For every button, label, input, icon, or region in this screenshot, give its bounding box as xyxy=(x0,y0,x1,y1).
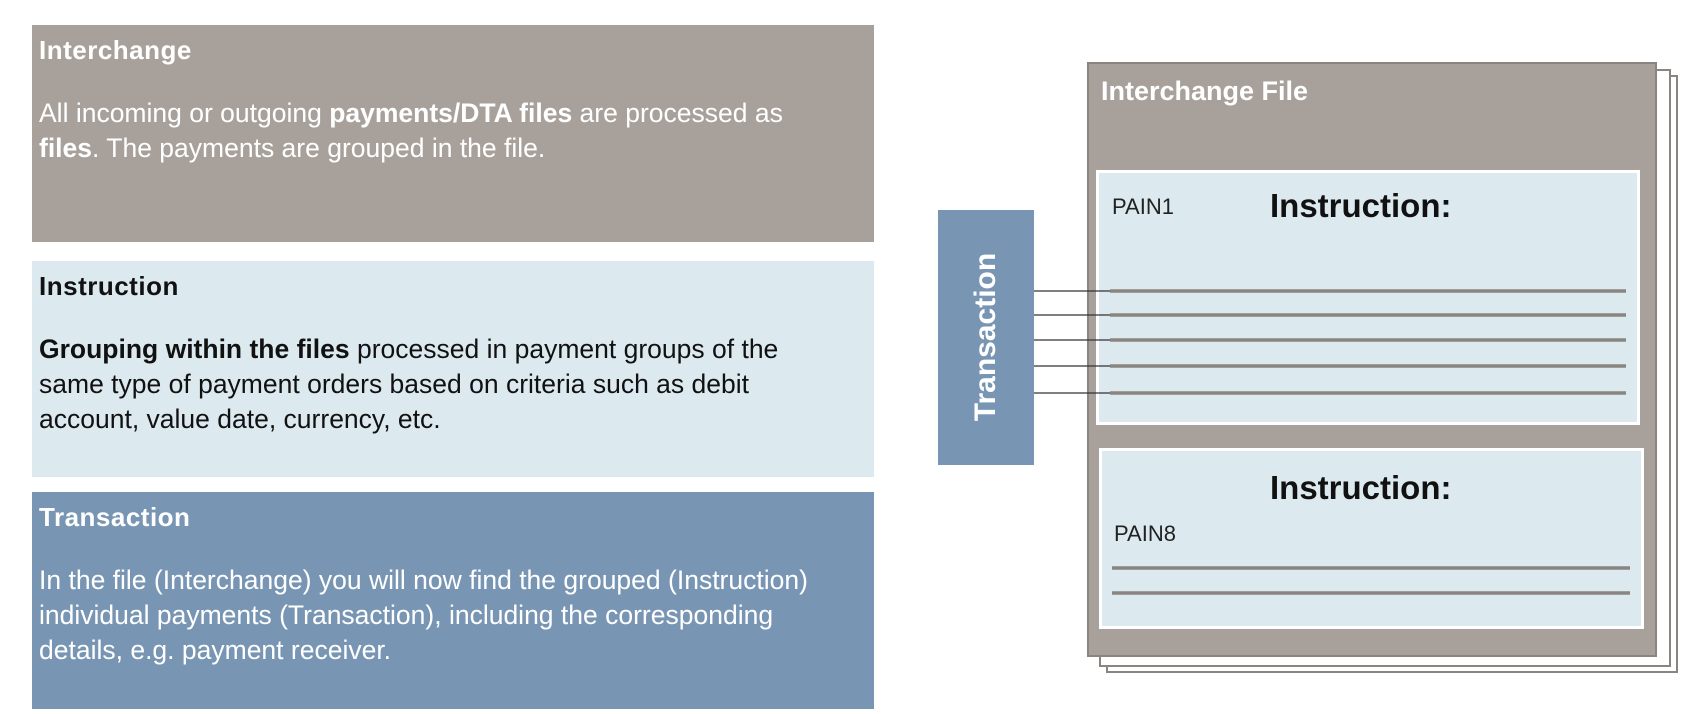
instruction-description-box: Instruction Grouping within the files pr… xyxy=(32,261,874,477)
instruction-box-title: Instruction xyxy=(39,271,179,301)
interchange-box-title: Interchange xyxy=(39,35,192,65)
pain8-label: PAIN8 xyxy=(1114,521,1176,546)
instruction-box-text: Grouping within the files processed in p… xyxy=(39,332,839,437)
transaction-box-title: Transaction xyxy=(39,502,191,532)
instruction-text-1: processed in payment groups of the same … xyxy=(39,334,779,434)
pain1-label: PAIN1 xyxy=(1112,194,1174,219)
transaction-box-text: In the file (Interchange) you will now f… xyxy=(39,565,808,665)
interchange-text-2: are processed as xyxy=(572,98,783,128)
instruction-2-heading: Instruction: xyxy=(1270,469,1452,506)
interchange-box-text: All incoming or outgoing payments/DTA fi… xyxy=(39,96,819,166)
instruction-block-pain8 xyxy=(1099,448,1644,629)
interchange-text-1: All incoming or outgoing xyxy=(39,98,330,128)
instruction-1-heading: Instruction: xyxy=(1270,187,1452,224)
interchange-file-title: Interchange File xyxy=(1101,76,1309,106)
interchange-bold-1: payments/DTA files xyxy=(329,98,573,128)
transaction-description-box: Transaction In the file (Interchange) yo… xyxy=(32,492,874,709)
instruction-block-pain1 xyxy=(1096,170,1640,425)
interchange-description-box: Interchange All incoming or outgoing pay… xyxy=(32,25,874,242)
interchange-text-3: . The payments are grouped in the file. xyxy=(92,133,546,163)
transaction-bar xyxy=(938,210,1034,465)
interchange-bold-2: files xyxy=(39,133,93,163)
instruction-bold-1: Grouping within the files xyxy=(39,334,350,364)
